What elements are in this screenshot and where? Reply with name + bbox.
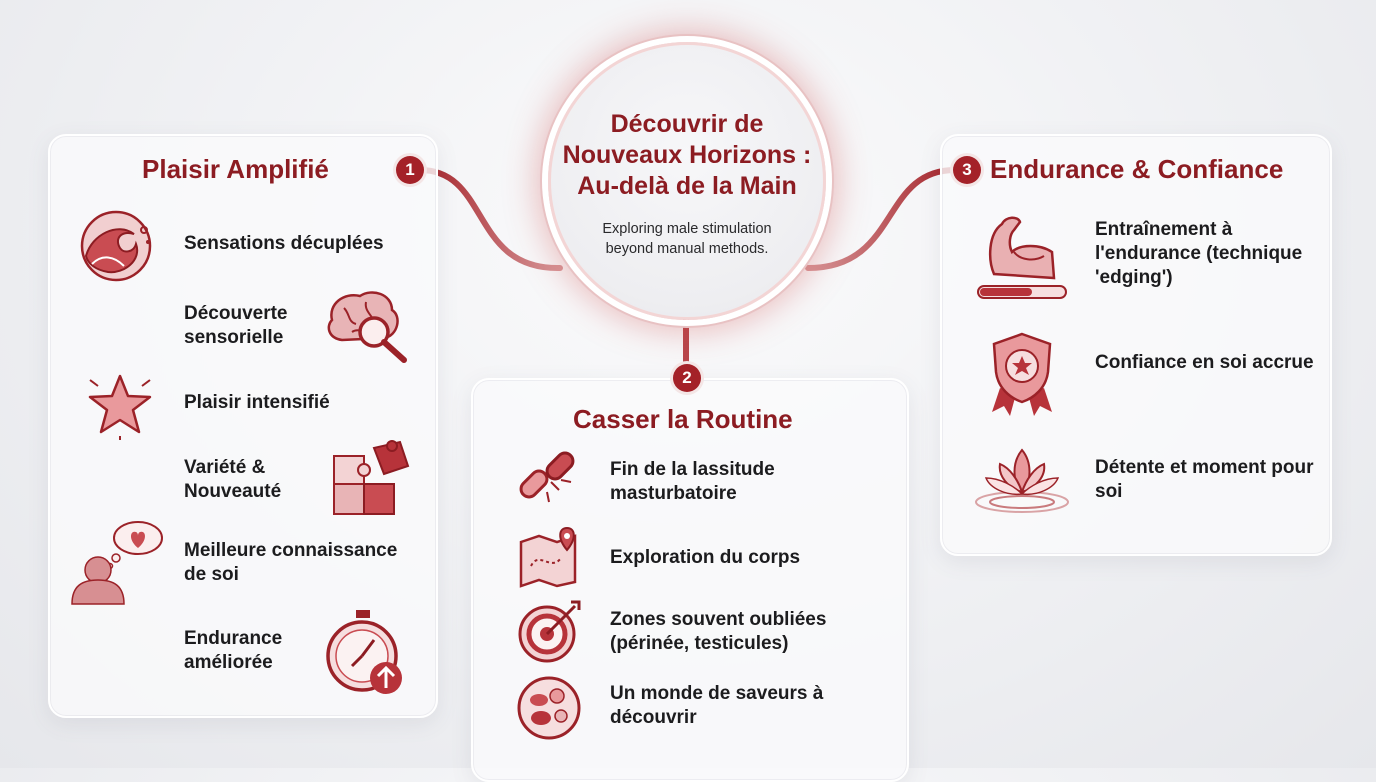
item-text: Zones souvent oubliées (périnée, testicu… <box>610 609 827 654</box>
star-icon <box>84 370 156 440</box>
item-text: Un monde de saveurs à découvrir <box>610 683 824 728</box>
puzzle-icon <box>330 438 412 518</box>
panel-title: Endurance & Confiance <box>990 154 1284 184</box>
badge-1: 1 <box>396 156 424 184</box>
item-text: Variété & Nouveauté <box>184 457 282 502</box>
item-text: Sensations décuplées <box>184 233 384 254</box>
person-heart-thought-icon <box>70 518 170 606</box>
panel-casser-la-routine: Casser la Routine Fin de la lassitude ma… <box>471 378 909 782</box>
center-title: Découvrir de Nouveaux Horizons : Au-delà… <box>562 110 812 200</box>
connector-1 <box>417 167 563 272</box>
panel-title: Casser la Routine <box>573 404 793 434</box>
food-plate-icon <box>517 674 583 740</box>
center-hub: Découvrir de Nouveaux Horizons : Au-delà… <box>548 42 826 320</box>
panel-plaisir-amplifie: Plaisir Amplifié Sensations décuplées Dé… <box>48 134 438 718</box>
lotus-icon <box>972 442 1072 518</box>
center-subtitle: Exploring male stimulation beyond manual… <box>602 221 772 257</box>
muscle-arm-icon <box>974 204 1074 304</box>
connector-3 <box>805 167 958 271</box>
item-text: Exploration du corps <box>610 547 801 568</box>
item-text: Découverte sensorielle <box>184 303 288 348</box>
brain-magnifier-icon <box>322 286 412 366</box>
item-text: Confiance en soi accrue <box>1095 352 1314 373</box>
item-text: Détente et moment pour soi <box>1095 457 1314 502</box>
wave-icon <box>78 204 158 284</box>
target-icon <box>517 598 583 664</box>
badge-2: 2 <box>673 364 701 392</box>
panel-endurance-confiance: Endurance & Confiance Entraînement à l'e… <box>940 134 1332 556</box>
broken-chain-icon <box>515 446 585 512</box>
stopwatch-icon <box>322 606 412 698</box>
item-text: Fin de la lassitude masturbatoire <box>610 459 775 504</box>
shield-star-icon <box>986 332 1058 418</box>
item-text: Meilleure connaissance de soi <box>184 540 398 585</box>
map-pin-icon <box>517 524 583 588</box>
item-text: Entraînement à l'endurance (technique 'e… <box>1095 219 1303 288</box>
item-text: Plaisir intensifié <box>184 392 330 413</box>
panel-title: Plaisir Amplifié <box>142 154 329 184</box>
item-text: Endurance améliorée <box>184 628 283 673</box>
badge-3: 3 <box>953 156 981 184</box>
